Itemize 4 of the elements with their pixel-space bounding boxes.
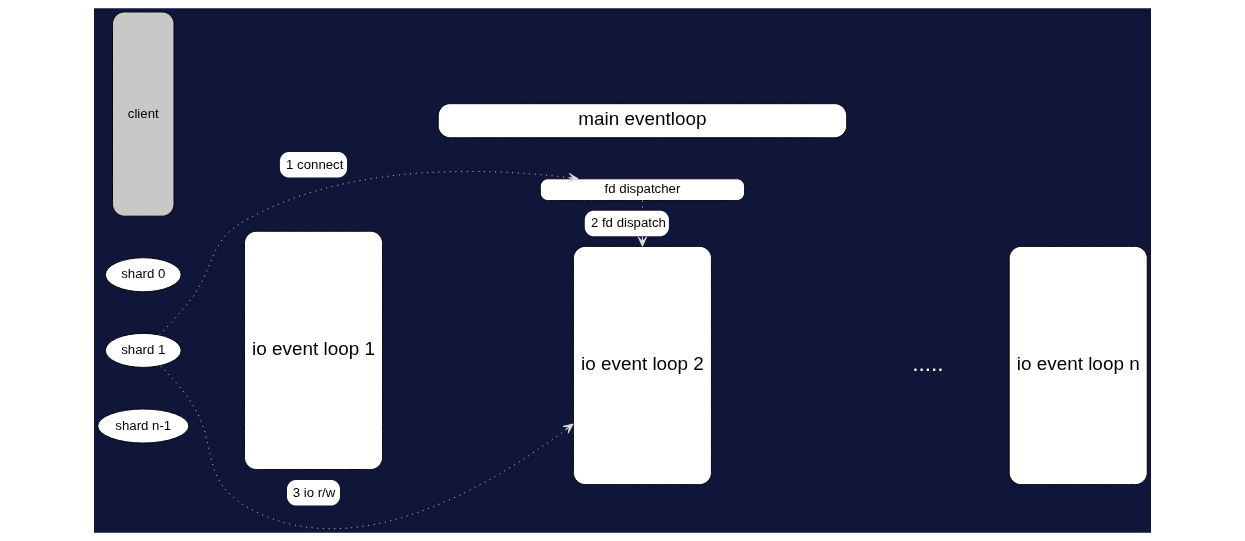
edge-label: 2 fd dispatch bbox=[590, 215, 666, 231]
edge-label: 1 connect bbox=[286, 156, 344, 172]
edge-label: 3 io r/w bbox=[292, 484, 336, 500]
label: ..... bbox=[912, 350, 944, 377]
